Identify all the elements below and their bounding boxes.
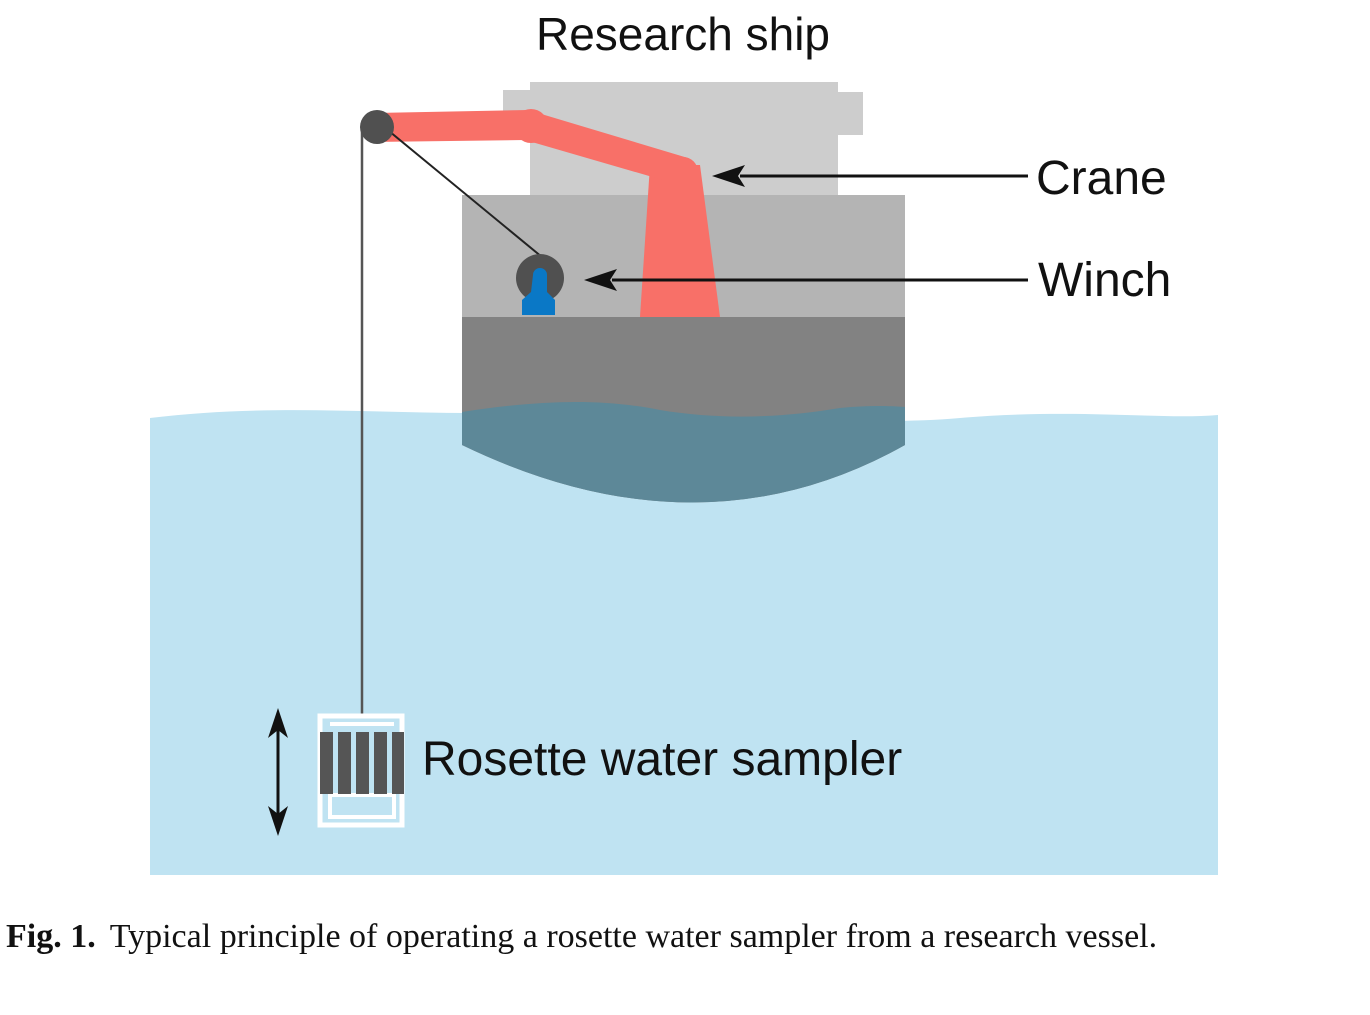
winch-label: Winch [1038, 254, 1171, 307]
ship-superstructure [503, 82, 863, 195]
crane-arrow [712, 165, 1028, 187]
pulley-icon [360, 110, 394, 144]
crane-label: Crane [1036, 152, 1167, 205]
rosette-sampler-icon [317, 713, 405, 828]
operator-icon [522, 268, 555, 315]
caption-text: Typical principle of operating a rosette… [109, 918, 1158, 955]
ship-hull-submerged [462, 401, 905, 503]
figure-caption: Fig. 1. Typical principle of operating a … [6, 918, 1157, 956]
winch-cable [377, 121, 549, 263]
title-label: Research ship [536, 8, 830, 60]
water [150, 407, 1218, 875]
vertical-motion-arrow-icon [268, 708, 288, 836]
sampler-label: Rosette water sampler [422, 733, 902, 786]
figure-number: Fig. 1. [6, 918, 96, 955]
winch-arrow [584, 269, 1028, 291]
